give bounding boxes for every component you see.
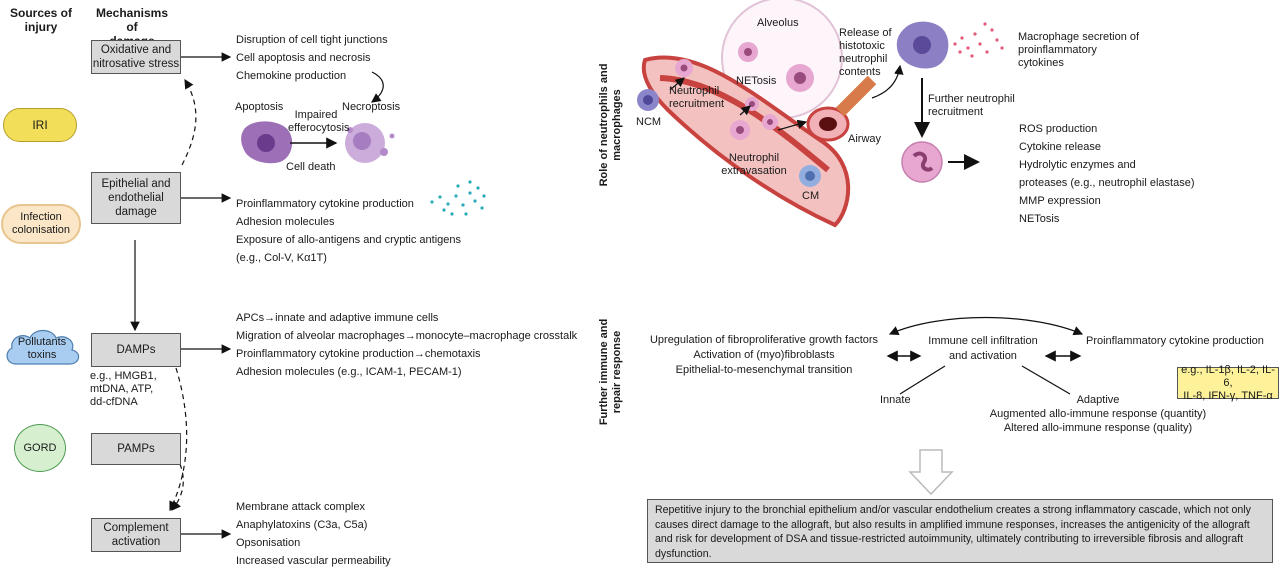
damps-examples: e.g., HMGB1, mtDNA, ATP, dd-cfDNA <box>90 370 157 408</box>
arrow-neutrophil-recruitment <box>669 77 685 91</box>
label-cell-death: Cell death <box>286 161 336 173</box>
apoptotic-cell-icon <box>241 121 293 164</box>
arrow-extravasation <box>739 105 751 116</box>
label-alveolus: Alveolus <box>757 17 799 29</box>
label-innate: Innate <box>880 394 911 406</box>
cytokine-dots-icon <box>430 180 486 216</box>
label-apoptosis: Apoptosis <box>235 101 284 113</box>
arrow-fibro-cytokine <box>888 316 1084 336</box>
airway-illustration <box>806 75 877 142</box>
label-airway: Airway <box>848 133 882 145</box>
cm-monocyte-icon <box>799 165 821 187</box>
damps-effects-list: APCs→innate and adaptive immune cells Mi… <box>236 312 578 378</box>
hollow-down-arrow-icon <box>908 449 954 496</box>
source-gord: GORD <box>14 424 66 472</box>
label-cm: CM <box>802 190 820 202</box>
recruited-neutrophil-icon <box>901 141 943 183</box>
line-innate <box>899 365 946 395</box>
fibroproliferative-list: Upregulation of fibroproliferative growt… <box>649 334 879 376</box>
cytokine-examples-box: e.g., IL-1β, IL-2, IL-6, IL-8, IFN-γ, TN… <box>1177 364 1279 402</box>
label-necroptosis: Necroptosis <box>342 101 401 113</box>
label-macrophage-secretion: Macrophage secretion of proinflammatory … <box>1018 31 1140 69</box>
neutrophil-cells-icon <box>675 59 778 140</box>
immune-infiltration: Immune cell infiltration and activation <box>928 335 1038 362</box>
line-adaptive <box>1021 365 1071 395</box>
oxidative-effects-list: Disruption of cell tight junctions Cell … <box>236 34 388 82</box>
adaptive-response: Adaptive Augmented allo-immune response … <box>989 394 1207 434</box>
arrow-to-airway <box>777 119 808 131</box>
macrophage-cytokine-dots-icon <box>953 22 1004 58</box>
epithelial-effects-list: Proinflammatory cytokine production Adhe… <box>236 198 462 264</box>
macrophage-icon <box>896 21 949 69</box>
source-iri: IRI <box>3 108 77 142</box>
mechanism-pamps: PAMPs <box>91 433 181 465</box>
summary-box: Repetitive injury to the bronchial epith… <box>647 499 1273 563</box>
cloud-icon <box>6 329 80 365</box>
arrow-damps-to-complement <box>169 367 188 512</box>
label-netosis: NETosis <box>736 75 777 87</box>
neutrophil-outcomes-list: ROS production Cytokine release Hydrolyt… <box>1019 123 1195 225</box>
ncm-monocyte-icon <box>637 89 659 111</box>
arrow-pamps-to-complement <box>171 463 184 511</box>
complement-effects-list: Membrane attack complex Anaphylatoxins (… <box>236 501 391 567</box>
arrow-release-to-macrophage <box>871 64 904 99</box>
arrow-chemokine-to-necroptosis <box>371 71 384 103</box>
proinflammatory-cytokine-production: Proinflammatory cytokine production <box>1086 335 1264 347</box>
arrow-epithelial-to-oxidative <box>181 78 197 166</box>
necroptotic-cell-icon <box>345 123 395 163</box>
mechanism-damps: DAMPs <box>91 333 181 367</box>
label-ncm: NCM <box>636 116 662 128</box>
